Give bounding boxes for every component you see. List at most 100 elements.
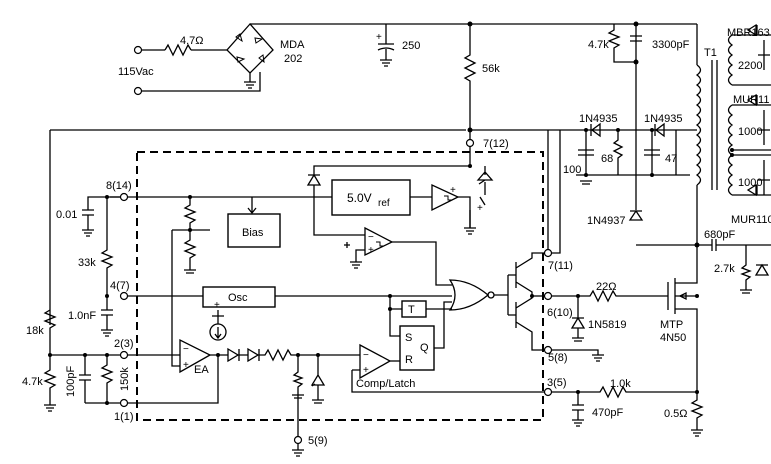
svg-text:+: +	[450, 185, 456, 196]
drain-network: 680pF 2.7k	[636, 229, 771, 294]
pin-vref-label: 8(14)	[106, 180, 132, 192]
feedback-network: 18k 4.7k 100pF 150k	[22, 309, 131, 412]
output-diode-1	[746, 23, 758, 37]
gate-schottky-label: 1N5819	[588, 319, 627, 331]
aux-diode-2-label: 1N4935	[644, 113, 683, 125]
clamp-diode-label: 1N4937	[587, 215, 626, 227]
sense-resistor-label: 0.5Ω	[664, 408, 688, 420]
svg-text:+: +	[368, 245, 374, 256]
ac-input-section: 4.7Ω MDA 202 115Vac	[118, 23, 470, 96]
gate-resistor-label-2: 22Ω	[596, 281, 616, 293]
aux-diode-1-label: 1N4935	[579, 113, 618, 125]
snubber-resistor-label: 4.7k	[588, 39, 609, 51]
comp-latch-section: − + Comp/Latch S R Q T	[351, 275, 548, 393]
secondary-winding-2	[727, 104, 734, 196]
output-cap-2-label: 1000	[738, 126, 762, 138]
pin-vcc-label: 7(12)	[483, 138, 509, 150]
bias-block	[227, 213, 281, 248]
rt-resistor-label: 33k	[78, 257, 96, 269]
pin-isense	[543, 387, 553, 397]
pin-gnd-label: 5(9)	[308, 435, 328, 447]
ic-boundary	[136, 151, 544, 421]
vref-good-comparator: − +	[313, 200, 452, 286]
latch-s-label: S	[405, 332, 412, 344]
startup-resistor-label: 56k	[482, 63, 500, 75]
pin-comp	[119, 398, 129, 408]
ac-terminal-2	[133, 86, 143, 96]
pin-vc-label: 7(11)	[548, 260, 573, 272]
pin-isense-label: 3(5)	[547, 377, 567, 389]
latch-r-label: R	[405, 354, 413, 366]
snubber-cap-label: 3300pF	[652, 39, 690, 51]
input-resistor	[164, 43, 192, 57]
output-cap-3-label: 1000	[738, 177, 762, 189]
bias-label: Bias	[242, 227, 264, 239]
pin-rtct-label: 4(7)	[110, 280, 130, 292]
clamp-diode: 1N4937	[587, 209, 644, 227]
flipflop-t-label: T	[408, 304, 415, 316]
pin-comp-label: 1(1)	[114, 411, 134, 423]
input-resistor-label: 4.7Ω	[180, 35, 204, 47]
oscillator-block	[202, 286, 276, 308]
aux-cap-1-label: 68	[601, 153, 613, 165]
pin-vref-external: 8(14) 0.01 33k 1.0nF	[56, 180, 132, 337]
svg-text:+: +	[376, 32, 382, 43]
output-diode-2	[746, 93, 758, 107]
vcc-feedback-line	[49, 129, 466, 325]
ac-terminal-1	[133, 45, 143, 55]
vref-section: 5.0V ref + + Bias	[110, 152, 494, 274]
vref-label: 5.0V	[347, 191, 372, 205]
pin-out	[543, 291, 553, 301]
latch-q-label: Q	[420, 342, 429, 354]
oscillator-section: Osc 4(7)	[110, 280, 452, 308]
fb-bottom-resistor-label: 4.7k	[22, 376, 43, 388]
pin-vc	[543, 248, 553, 258]
pin-out-label: 6(10)	[547, 307, 573, 319]
gate-resistor-label: 2.7k	[714, 263, 735, 275]
vref-subscript: ref	[378, 198, 390, 209]
oscillator-label: Osc	[228, 292, 248, 304]
mosfet-number: 4N50	[660, 332, 686, 344]
filter-resistor-label: 1.0k	[610, 378, 631, 390]
svg-text:−: −	[363, 350, 369, 361]
pin-gnd: 5(9)	[292, 395, 328, 457]
output-diode-3-label: MUR110	[731, 214, 771, 226]
pin-fb	[119, 350, 129, 360]
primary-winding	[695, 64, 702, 186]
secondary-winding-1	[727, 34, 734, 86]
svg-text:+: +	[363, 365, 369, 376]
transformer-label: T1	[704, 47, 717, 59]
ea-label: EA	[194, 364, 209, 376]
comp-resistor-label: 150k	[119, 367, 131, 391]
svg-text:+: +	[183, 360, 189, 371]
aux-diode-1	[590, 122, 601, 138]
fb-top-resistor-label: 18k	[26, 325, 44, 337]
bridge-rectifier	[226, 23, 274, 74]
svg-text:−: −	[183, 344, 189, 355]
bridge-number: 202	[284, 53, 302, 65]
output-diode-1-label: MBR163	[727, 27, 770, 39]
pin-fb-label: 2(3)	[114, 338, 134, 350]
transformer-core	[711, 60, 718, 190]
output-nor-gate	[448, 279, 490, 311]
comp-cap-label: 100pF	[65, 366, 77, 397]
snubber-network: 4.7k 3300pF	[470, 21, 697, 210]
output-cap-1-label: 2200	[738, 60, 762, 72]
pin-pgnd-label: 5(8)	[548, 352, 568, 364]
ct-cap-label: 1.0nF	[68, 310, 96, 322]
gate-cap-label: 680pF	[704, 229, 735, 241]
ground-symbol	[244, 81, 256, 89]
aux-cap-3-label: 100	[563, 164, 581, 176]
auxiliary-supply: 1N4935 1N4935 68 47 100	[467, 113, 697, 185]
filter-cap-label: 470pF	[592, 407, 623, 419]
output-diode-3	[746, 183, 758, 197]
pin-vcc: 7(12)	[465, 138, 509, 152]
bulk-cap-label: 250	[402, 40, 420, 52]
startup-resistor: 56k	[463, 21, 500, 140]
svg-text:+: +	[477, 203, 483, 214]
bridge-label: MDA	[280, 39, 305, 51]
ac-input-label: 115Vac	[118, 66, 154, 78]
ref-cap-label: 0.01	[56, 209, 77, 221]
output-stage: 7(11) 6(10) 5(8) 3(5) 22Ω 1N5819 MTP 4N5…	[508, 130, 699, 397]
